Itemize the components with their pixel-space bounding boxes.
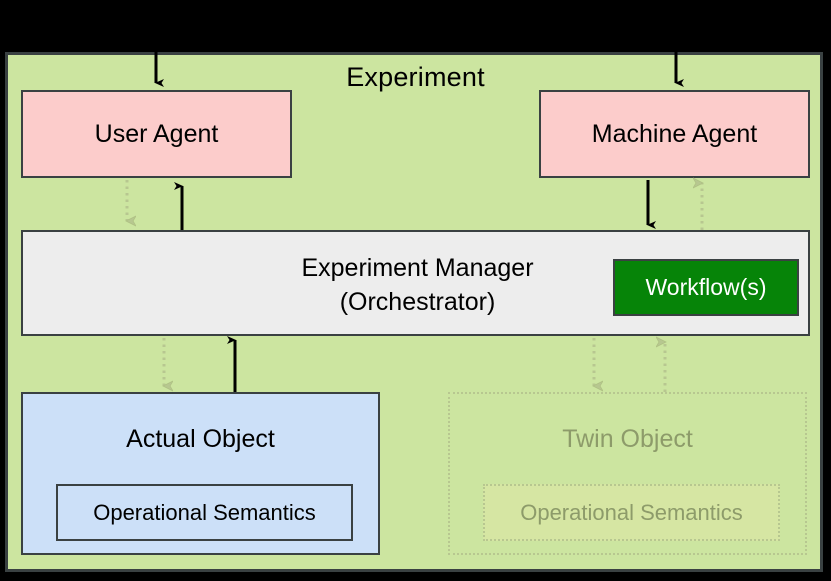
node-actual-object[interactable]: Actual Object Operational Semantics — [21, 392, 380, 555]
twin-object-label: Twin Object — [562, 425, 693, 453]
twin-operational-semantics-label: Operational Semantics — [520, 499, 743, 525]
node-experiment-manager[interactable]: Experiment Manager (Orchestrator) Workfl… — [21, 230, 810, 336]
node-workflows[interactable]: Workflow(s) — [613, 259, 799, 316]
experiment-title: Experiment — [346, 62, 485, 92]
actual-object-label: Actual Object — [126, 425, 275, 453]
node-twin-operational-semantics[interactable]: Operational Semantics — [483, 484, 780, 541]
node-user-agent[interactable]: User Agent — [21, 90, 292, 178]
workflows-label: Workflow(s) — [645, 274, 767, 300]
actual-operational-semantics-label: Operational Semantics — [93, 499, 316, 525]
node-machine-agent[interactable]: Machine Agent — [539, 90, 810, 178]
experiment-manager-label-line1: Experiment Manager — [301, 254, 534, 282]
machine-agent-label: Machine Agent — [591, 119, 758, 148]
node-twin-object[interactable]: Twin Object Operational Semantics — [448, 392, 807, 555]
user-agent-label: User Agent — [94, 119, 219, 148]
node-actual-operational-semantics[interactable]: Operational Semantics — [56, 484, 353, 541]
experiment-manager-label-line2: (Orchestrator) — [339, 288, 496, 316]
